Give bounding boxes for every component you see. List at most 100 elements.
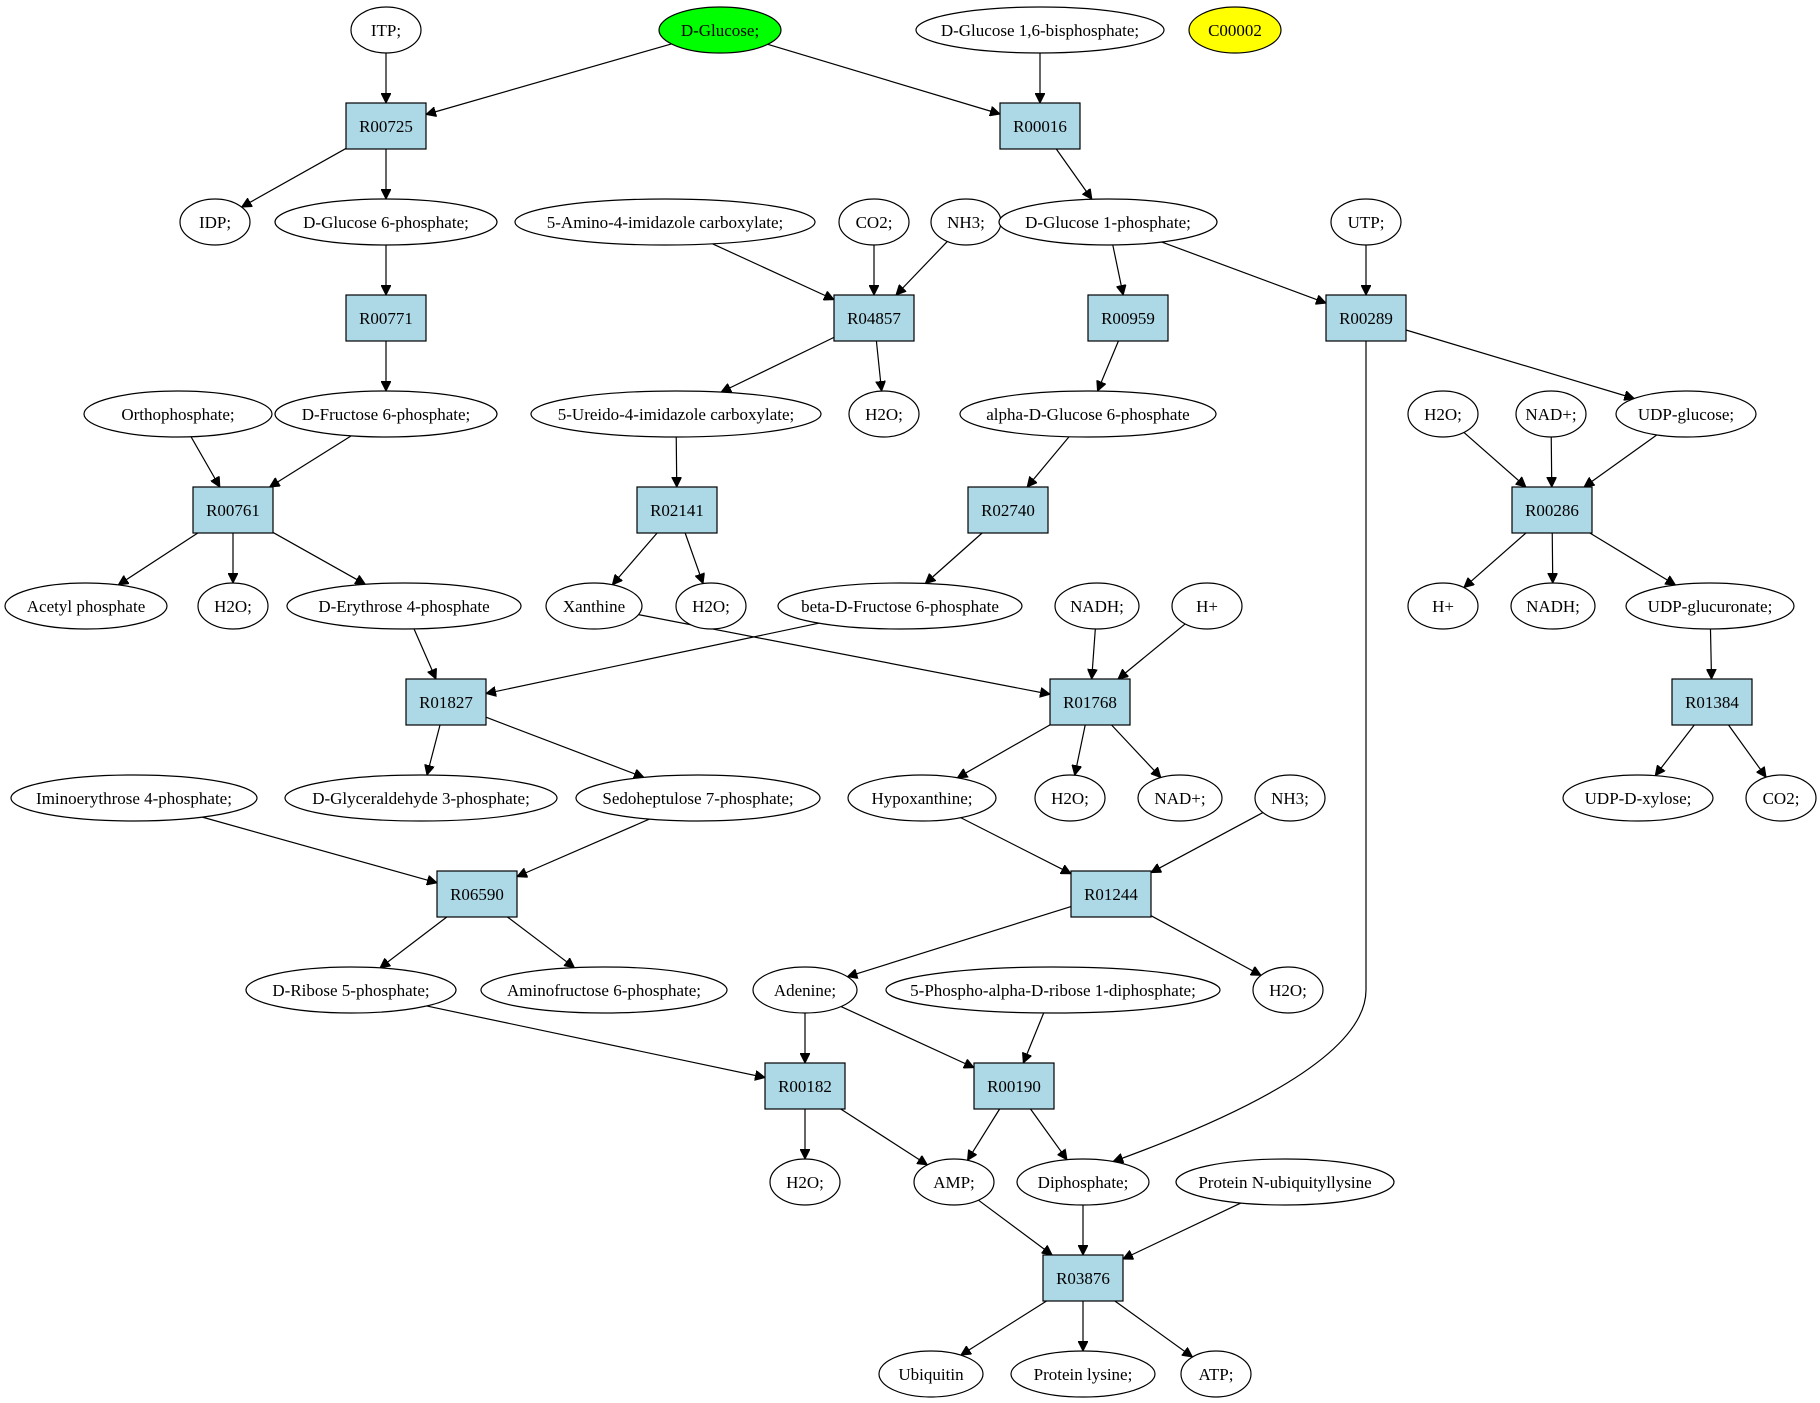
reaction-label: R01384 xyxy=(1685,693,1739,712)
compound-label: IDP; xyxy=(199,213,231,232)
compound-node-iminoerythrose[interactable]: Iminoerythrose 4-phosphate; xyxy=(10,774,258,822)
compound-ellipse xyxy=(1010,1350,1156,1398)
reaction-node-r01384[interactable]: R01384 xyxy=(1671,678,1753,726)
compound-node-udp-glucose[interactable]: UDP-glucose; xyxy=(1615,390,1757,438)
compound-ellipse xyxy=(658,6,782,54)
reaction-node-r04857[interactable]: R04857 xyxy=(833,294,915,342)
reaction-box xyxy=(436,870,518,918)
compound-node-d-glucose-6p[interactable]: D-Glucose 6-phosphate; xyxy=(274,198,498,246)
compound-node-nh3-a[interactable]: NH3; xyxy=(930,198,1002,246)
compound-node-d-glucose-16bp[interactable]: D-Glucose 1,6-bisphosphate; xyxy=(915,6,1165,54)
compound-node-nad-a[interactable]: NAD+; xyxy=(1515,390,1587,438)
reaction-node-r00286[interactable]: R00286 xyxy=(1511,486,1593,534)
edge-prpp-to-r00190 xyxy=(1023,1012,1045,1063)
compound-node-aica[interactable]: 5-Amino-4-imidazole carboxylate; xyxy=(514,198,816,246)
reaction-node-r00190[interactable]: R00190 xyxy=(973,1062,1055,1110)
compound-node-adenine[interactable]: Adenine; xyxy=(752,966,858,1014)
compound-node-ribose-5p[interactable]: D-Ribose 5-phosphate; xyxy=(245,966,457,1014)
compound-node-glyceraldehyde-3p[interactable]: D-Glyceraldehyde 3-phosphate; xyxy=(284,774,558,822)
compound-node-beta-f6p[interactable]: beta-D-Fructose 6-phosphate xyxy=(777,582,1023,630)
compound-node-udp-xylose[interactable]: UDP-D-xylose; xyxy=(1562,774,1714,822)
compound-label: Ubiquitin xyxy=(898,1365,964,1384)
compound-node-xanthine[interactable]: Xanthine xyxy=(545,582,643,630)
reaction-node-r03876[interactable]: R03876 xyxy=(1042,1254,1124,1302)
edge-r00959-to-alpha-g6p xyxy=(1098,340,1119,391)
compound-node-h2o-d[interactable]: H2O; xyxy=(675,582,747,630)
compound-ellipse xyxy=(1407,582,1479,630)
compound-node-d-glucose[interactable]: D-Glucose; xyxy=(658,6,782,54)
compound-node-nadh-b[interactable]: NADH; xyxy=(1510,582,1596,630)
compound-node-d-glucose-1p[interactable]: D-Glucose 1-phosphate; xyxy=(998,198,1218,246)
compound-node-nh3-b[interactable]: NH3; xyxy=(1254,774,1326,822)
compound-node-erythrose-4p[interactable]: D-Erythrose 4-phosphate xyxy=(286,582,522,630)
compound-ellipse xyxy=(1510,582,1596,630)
compound-node-utp[interactable]: UTP; xyxy=(1330,198,1402,246)
reaction-node-r00959[interactable]: R00959 xyxy=(1087,294,1169,342)
compound-label: NH3; xyxy=(1271,789,1309,808)
edge-r00761-to-erythrose-4p xyxy=(272,531,365,584)
compound-node-itp[interactable]: ITP; xyxy=(350,6,422,54)
compound-node-idp[interactable]: IDP; xyxy=(179,198,251,246)
compound-node-hypoxanthine[interactable]: Hypoxanthine; xyxy=(847,774,997,822)
compound-node-h2o-a[interactable]: H2O; xyxy=(848,390,920,438)
reaction-node-r00725[interactable]: R00725 xyxy=(345,102,427,150)
compound-node-acetyl-phosphate[interactable]: Acetyl phosphate xyxy=(4,582,168,630)
compound-ellipse xyxy=(1254,774,1326,822)
compound-node-protein-ub-lys[interactable]: Protein N-ubiquityllysine xyxy=(1175,1158,1395,1206)
compound-node-atp[interactable]: ATP; xyxy=(1180,1350,1252,1398)
compound-ellipse xyxy=(1034,774,1106,822)
reaction-node-r00182[interactable]: R00182 xyxy=(764,1062,846,1110)
compound-ellipse xyxy=(514,198,816,246)
compound-node-ubiquitin[interactable]: Ubiquitin xyxy=(878,1350,984,1398)
compound-node-protein-lysine[interactable]: Protein lysine; xyxy=(1010,1350,1156,1398)
compound-node-d-fructose-6p[interactable]: D-Fructose 6-phosphate; xyxy=(274,390,498,438)
reaction-node-r01827[interactable]: R01827 xyxy=(405,678,487,726)
reaction-box xyxy=(1049,678,1131,726)
edge-d-glucose-1p-to-r00289 xyxy=(1161,241,1326,303)
compound-node-amp[interactable]: AMP; xyxy=(913,1158,995,1206)
reaction-node-r00771[interactable]: R00771 xyxy=(345,294,427,342)
compound-node-h2o-f[interactable]: H2O; xyxy=(1252,966,1324,1014)
compound-node-alpha-g6p[interactable]: alpha-D-Glucose 6-phosphate xyxy=(959,390,1217,438)
compound-node-c00002[interactable]: C00002 xyxy=(1188,6,1282,54)
reaction-node-r02141[interactable]: R02141 xyxy=(636,486,718,534)
compound-node-prpp[interactable]: 5-Phospho-alpha-D-ribose 1-diphosphate; xyxy=(885,966,1221,1014)
compound-ellipse xyxy=(1615,390,1757,438)
compound-node-nad-b[interactable]: NAD+; xyxy=(1137,774,1223,822)
compound-node-aminofructose-6p[interactable]: Aminofructose 6-phosphate; xyxy=(480,966,728,1014)
compound-node-nadh-a[interactable]: NADH; xyxy=(1054,582,1140,630)
reaction-node-r00761[interactable]: R00761 xyxy=(192,486,274,534)
reaction-node-r01244[interactable]: R01244 xyxy=(1070,870,1152,918)
compound-node-h2o-g[interactable]: H2O; xyxy=(769,1158,841,1206)
compound-node-ureido[interactable]: 5-Ureido-4-imidazole carboxylate; xyxy=(530,390,822,438)
compound-node-co2-a[interactable]: CO2; xyxy=(838,198,910,246)
compound-ellipse xyxy=(1180,1350,1252,1398)
reaction-node-r00016[interactable]: R00016 xyxy=(999,102,1081,150)
compound-node-h2o-e[interactable]: H2O; xyxy=(1034,774,1106,822)
edge-alpha-g6p-to-r02740 xyxy=(1027,436,1070,487)
compound-ellipse xyxy=(885,966,1221,1014)
reaction-label: R06590 xyxy=(450,885,504,904)
compound-node-diphosphate[interactable]: Diphosphate; xyxy=(1016,1158,1150,1206)
compound-label: D-Glyceraldehyde 3-phosphate; xyxy=(312,789,530,808)
compound-node-h-plus-a[interactable]: H+ xyxy=(1171,582,1243,630)
edge-r04857-to-ureido xyxy=(721,336,835,392)
reaction-node-r06590[interactable]: R06590 xyxy=(436,870,518,918)
compound-label: NADH; xyxy=(1526,597,1580,616)
reaction-node-r00289[interactable]: R00289 xyxy=(1325,294,1407,342)
compound-ellipse xyxy=(1745,774,1817,822)
compound-node-h2o-b[interactable]: H2O; xyxy=(1407,390,1479,438)
compound-node-h2o-c[interactable]: H2O; xyxy=(197,582,269,630)
edge-r00286-to-udp-glucuronate xyxy=(1589,532,1676,585)
compound-node-co2-b[interactable]: CO2; xyxy=(1745,774,1817,822)
compound-node-h-plus-b[interactable]: H+ xyxy=(1407,582,1479,630)
reaction-node-r01768[interactable]: R01768 xyxy=(1049,678,1131,726)
compound-node-orthophosphate[interactable]: Orthophosphate; xyxy=(83,390,273,438)
edge-nh3-a-to-r04857 xyxy=(896,241,948,295)
reaction-label: R00190 xyxy=(987,1077,1041,1096)
compound-label: Orthophosphate; xyxy=(121,405,234,424)
reaction-node-r02740[interactable]: R02740 xyxy=(967,486,1049,534)
compound-node-sedoheptulose-7p[interactable]: Sedoheptulose 7-phosphate; xyxy=(575,774,821,822)
reaction-label: R03876 xyxy=(1056,1269,1110,1288)
compound-node-udp-glucuronate[interactable]: UDP-glucuronate; xyxy=(1625,582,1795,630)
